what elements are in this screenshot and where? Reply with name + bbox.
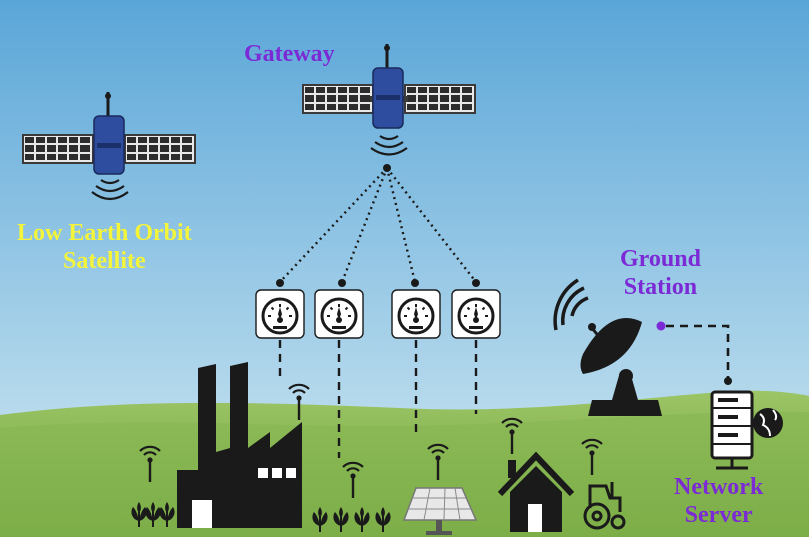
network-label-line1: Network <box>674 474 764 500</box>
gateway-hub-dot <box>383 164 391 172</box>
network-label-line2: Server <box>684 501 753 528</box>
leo-label-line2: Satellite <box>63 247 146 274</box>
ground-label-line1: Ground <box>620 246 701 272</box>
ground-station-label: Ground Station <box>620 246 701 301</box>
house-icon <box>497 451 575 532</box>
solar-panel-icon <box>402 487 478 535</box>
leo-satellite-label: Low Earth Orbit Satellite <box>17 220 192 275</box>
gateway-satellite-icon <box>302 44 476 156</box>
ground-label-line2: Station <box>623 273 698 300</box>
satellite-dish-icon <box>553 278 662 416</box>
sensor-gauge-icon <box>313 279 365 340</box>
gateway-label: Gateway <box>244 41 335 67</box>
tractor-icon <box>583 482 626 530</box>
server-icon <box>710 390 754 470</box>
sensor-downlinks <box>278 340 478 458</box>
leo-satellite-icon <box>22 92 196 201</box>
globe-icon <box>753 408 783 438</box>
sensor-gauge-icon <box>450 279 502 340</box>
leo-label-line1: Low Earth Orbit <box>17 220 192 246</box>
station-server-link <box>656 321 732 385</box>
factory-icon <box>177 362 302 528</box>
sensor-gauge-icon <box>390 279 442 340</box>
network-server-label: Network Server <box>674 474 763 529</box>
sensor-gauge-icon <box>254 279 306 340</box>
gateway-uplinks <box>279 167 477 283</box>
